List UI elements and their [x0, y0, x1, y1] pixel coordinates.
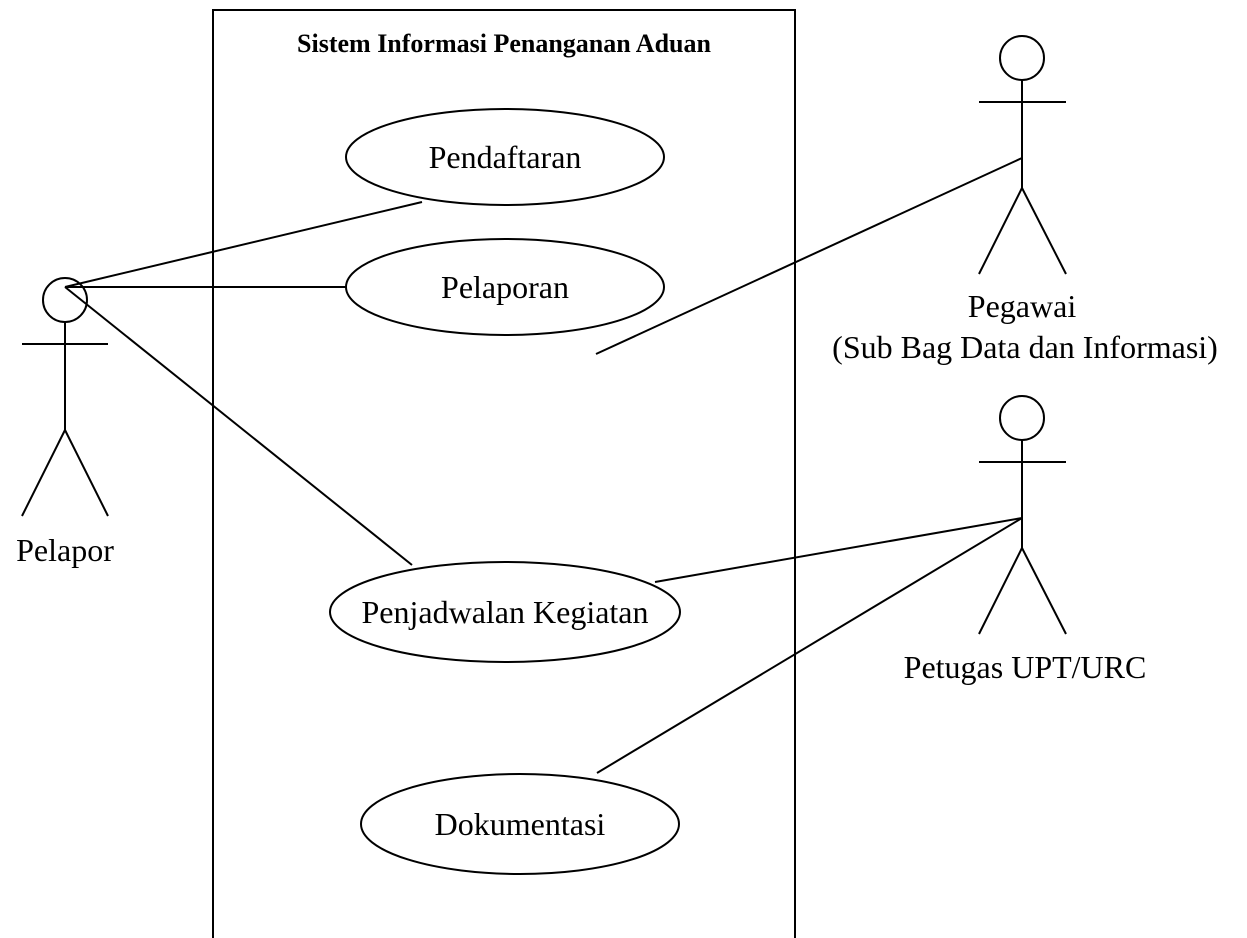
use-case-dokumentasi: Dokumentasi: [360, 773, 680, 875]
actor-pelapor: Pelapor: [16, 277, 114, 568]
stick-figure-icon: [978, 395, 1067, 635]
association-pelapor-pendaftaran: [64, 201, 423, 288]
stick-figure-icon: [978, 35, 1067, 275]
actor-pegawai-label: Pegawai: [968, 288, 1077, 324]
actor-pegawai-sublabel: (Sub Bag Data dan Informasi): [832, 329, 1218, 365]
system-boundary: Sistem Informasi Penanganan Aduan: [212, 9, 796, 938]
use-case-dokumentasi-label: Dokumentasi: [435, 806, 606, 842]
use-case-dokumentasi-ellipse: [360, 773, 680, 875]
associations: [64, 157, 1023, 774]
actor-pelapor-label: Pelapor: [16, 532, 114, 568]
association-petugas-dokumentasi: [596, 517, 1023, 774]
use-case-penjadwalan: Penjadwalan Kegiatan: [329, 561, 681, 663]
use-case-pelaporan-label: Pelaporan: [441, 269, 569, 305]
use-case-pelaporan-ellipse: [345, 238, 665, 336]
actor-pegawai: Pegawai (Sub Bag Data dan Informasi): [832, 35, 1218, 365]
association-pegawai-pelaporan: [595, 157, 1023, 355]
association-pelapor-penjadwalan: [64, 286, 413, 566]
use-case-penjadwalan-label: Penjadwalan Kegiatan: [362, 594, 649, 630]
use-case-pelaporan: Pelaporan: [345, 238, 665, 336]
actor-petugas: Petugas UPT/URC: [904, 395, 1147, 685]
system-boundary-box: [212, 9, 796, 938]
actor-petugas-label: Petugas UPT/URC: [904, 649, 1147, 685]
association-petugas-penjadwalan: [654, 517, 1023, 583]
stick-figure-icon: [21, 277, 109, 517]
system-title: Sistem Informasi Penanganan Aduan: [297, 29, 711, 58]
use-case-pendaftaran: Pendaftaran: [345, 108, 665, 206]
use-case-penjadwalan-ellipse: [329, 561, 681, 663]
use-case-pendaftaran-label: Pendaftaran: [429, 139, 582, 175]
use-case-pendaftaran-ellipse: [345, 108, 665, 206]
